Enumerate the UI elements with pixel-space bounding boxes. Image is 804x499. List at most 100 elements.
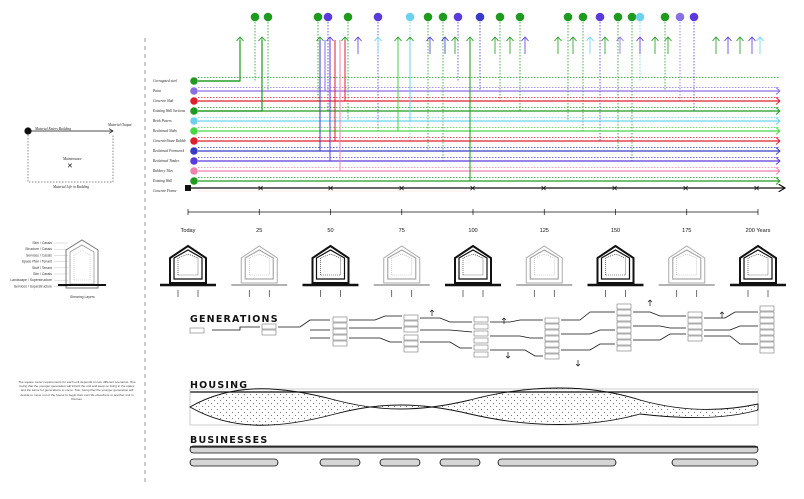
arrow-right-icon <box>775 137 781 145</box>
household-box <box>473 337 489 344</box>
material-label: Reclaimed Timber <box>152 159 180 163</box>
arrow-right-icon <box>775 167 781 175</box>
household-box <box>687 335 703 342</box>
material-label: Concrete Frame <box>153 189 177 193</box>
household-box <box>759 335 775 342</box>
material-label: Brick Pavers <box>153 119 172 123</box>
arrow-right-icon <box>775 117 781 125</box>
household-box <box>473 344 489 351</box>
material-source-dot <box>515 12 525 22</box>
house-icon <box>231 245 288 297</box>
axis-tick-label: 75 <box>399 228 405 234</box>
household-box <box>616 321 632 328</box>
layer-label: Structure / Cassis <box>25 247 52 251</box>
arrow-right-icon <box>775 157 781 165</box>
material-dot <box>190 97 198 105</box>
legend-caption: Material Life in Building <box>52 185 89 189</box>
house-icon <box>445 244 501 297</box>
arrow-right-icon <box>775 97 781 105</box>
household-box <box>332 340 348 347</box>
maintenance-x-icon: ✕ <box>67 163 73 170</box>
arrow-up-icon <box>647 299 653 306</box>
household-box <box>687 329 703 336</box>
household-box <box>616 345 632 352</box>
material-dot <box>190 77 198 85</box>
household-box <box>403 334 419 341</box>
arrow-right-icon <box>775 107 781 115</box>
household-box <box>403 320 419 327</box>
axis-tick-label: 175 <box>682 228 691 234</box>
timeline-start-marker <box>185 185 191 191</box>
arrow-up-icon <box>429 309 435 316</box>
axis-tick-label: Today <box>181 228 196 234</box>
material-source-dot <box>675 12 685 22</box>
material-source-dot <box>635 12 645 22</box>
household-box <box>544 317 560 324</box>
business-pill <box>497 458 617 467</box>
material-label: Corrugated steel <box>153 79 177 83</box>
material-label: Existing Wall Sections <box>152 109 186 113</box>
material-source-dot <box>595 12 605 22</box>
household-box <box>473 316 489 323</box>
arrow-right-icon <box>775 147 781 155</box>
businesses-title: BUSINESSES <box>190 435 268 446</box>
material-dot <box>190 127 198 135</box>
material-dot <box>190 167 198 175</box>
housing-title: HOUSING <box>190 380 248 391</box>
household-box <box>544 335 560 342</box>
material-label: Paint <box>152 89 162 93</box>
material-source-dot <box>660 12 670 22</box>
household-box <box>473 330 489 337</box>
arrow-down-icon <box>575 360 581 367</box>
business-pill <box>189 458 279 467</box>
note-text-box: The square meter requirements for each u… <box>18 380 136 401</box>
layer-label: Stuff / Tenant <box>32 266 52 270</box>
business-pills <box>189 445 759 467</box>
axis-tick-label: 200 Years <box>746 228 771 234</box>
main-timeline <box>185 185 785 191</box>
housing-band <box>189 387 759 426</box>
household-box <box>544 329 560 336</box>
material-label: Reclaimed Slabs <box>152 129 177 133</box>
material-source-dot <box>250 12 260 22</box>
material-output-label: Material Output <box>107 123 132 127</box>
material-dot <box>190 87 198 95</box>
material-source-dot <box>423 12 433 22</box>
material-source-dot <box>343 12 353 22</box>
household-box <box>332 334 348 341</box>
axis-tick-label: 100 <box>468 228 477 234</box>
house-icon <box>516 245 573 297</box>
material-dot <box>190 177 198 185</box>
arrow-up-icon <box>501 317 507 324</box>
material-source-dot <box>405 12 415 22</box>
house-icon <box>587 244 644 297</box>
material-life-legend: Material Enters Building Material Output… <box>24 123 132 189</box>
material-source-dot <box>438 12 448 22</box>
material-label: Concrete Slab <box>153 99 174 103</box>
house-icon <box>160 244 216 297</box>
material-dot <box>190 137 198 145</box>
house-icons-row <box>160 244 786 297</box>
axis-tick-label: 125 <box>540 228 549 234</box>
generations-title: GENERATIONS <box>190 314 279 325</box>
house-icon <box>658 245 715 297</box>
house-icon <box>302 244 359 297</box>
household-box <box>759 329 775 336</box>
household-box <box>332 322 348 329</box>
material-label: Rubbery Tiles <box>152 169 173 173</box>
layer-label: Site / Cassis <box>33 272 52 276</box>
material-source-dot <box>627 12 637 22</box>
axis-tick-label: 50 <box>327 228 333 234</box>
layer-label: Services / Superstructure <box>14 284 52 288</box>
material-dot <box>190 147 198 155</box>
material-source-dot <box>313 12 323 22</box>
household-box <box>261 323 277 330</box>
household-box <box>616 309 632 316</box>
business-pill <box>319 458 361 467</box>
material-source-dot <box>323 12 333 22</box>
household-box <box>473 323 489 330</box>
axis-tick-label: 25 <box>256 228 262 234</box>
